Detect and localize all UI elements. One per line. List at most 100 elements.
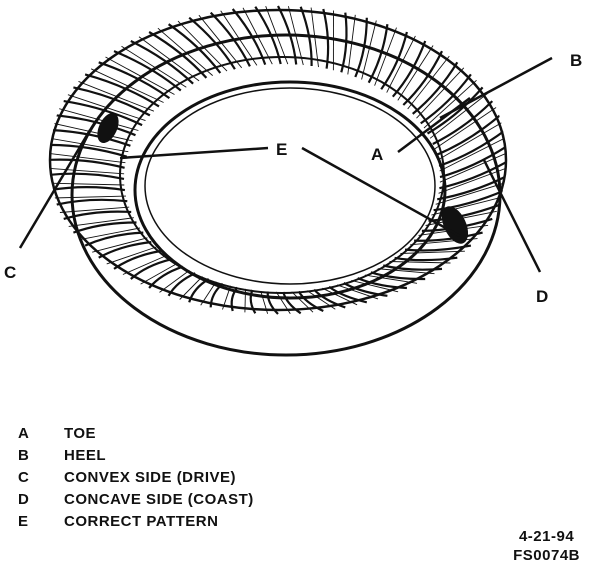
leader-c: [18, 129, 92, 249]
legend-key: A: [18, 425, 30, 442]
gear-tooth: [357, 277, 407, 290]
gear-inner-bore: [133, 80, 447, 300]
legend-item-b: B HEEL: [18, 447, 418, 469]
gear-tooth: [63, 100, 143, 127]
gear-tooth-shade: [242, 7, 273, 65]
ring-gear-figure: B A E C D: [4, 5, 582, 357]
gear-tooth: [354, 17, 368, 78]
legend-text: CONVEX SIDE (DRIVE): [64, 469, 237, 486]
gear-tooth-shade: [439, 136, 506, 172]
gear-tooth: [380, 31, 408, 90]
gear-tooth-shade: [287, 6, 304, 66]
gear-tooth-shade: [138, 36, 200, 82]
gear-tooth-shade: [121, 45, 187, 88]
teeth-outer-outline: [48, 8, 508, 312]
contact-pattern: [97, 113, 469, 244]
legend-item-c: C CONVEX SIDE (DRIVE): [18, 469, 418, 491]
gear-tooth-shade: [400, 250, 465, 254]
gear-tooth-shade: [59, 108, 139, 131]
leader-a: [397, 97, 471, 153]
gear-tooth: [63, 210, 132, 220]
legend-text: TOE: [64, 425, 97, 442]
gear-tooth: [436, 114, 501, 156]
gear-tooth-shade: [429, 93, 488, 139]
gear-tooth: [50, 143, 128, 158]
gear-tooth-shade: [438, 166, 506, 194]
gear-tooth: [432, 100, 494, 145]
callout-b: B: [570, 51, 582, 70]
legend-text: CONCAVE SIDE (COAST): [64, 491, 254, 508]
gear-tooth-shade: [265, 6, 289, 65]
gear-tooth-shade: [416, 67, 465, 119]
gear-tooth-shade: [122, 255, 167, 275]
gear-tooth-shade: [220, 10, 258, 66]
callout-d: D: [536, 287, 548, 306]
gear-tooth: [438, 129, 506, 167]
gear-tooth-shade: [50, 152, 126, 164]
gear-tooth-shade: [50, 182, 125, 186]
gear-tooth: [73, 221, 137, 234]
gear-tooth: [437, 174, 506, 201]
gear-tooth-shade: [90, 68, 164, 103]
gear-tooth: [209, 11, 251, 67]
legend-item-e: E CORRECT PATTERN: [18, 513, 418, 535]
gear-tooth: [439, 159, 506, 190]
gear-tooth: [167, 272, 196, 297]
legend-key: C: [18, 469, 30, 486]
gear-tooth-shade: [106, 246, 157, 265]
gear-tooth-shade: [389, 261, 451, 264]
gear-tooth-shade: [386, 35, 416, 93]
gear-tooth: [439, 143, 506, 179]
legend-key: D: [18, 491, 30, 508]
gear-tooth-shade: [177, 20, 228, 72]
legend-text: CORRECT PATTERN: [64, 513, 219, 530]
gear-tooth: [367, 24, 389, 84]
gear-tooth: [188, 278, 210, 303]
gear-tooth-shade: [59, 206, 130, 213]
legend-item-a: A TOE: [18, 425, 418, 447]
gear-tooth: [50, 158, 125, 169]
teeth-inner-outline: [119, 56, 445, 294]
legend-text: HEEL: [64, 447, 107, 464]
gear-tooth-shade: [423, 79, 477, 129]
gear-tooth-shade: [68, 217, 134, 227]
gear-tooth: [55, 198, 128, 206]
gear-tooth-shade: [347, 14, 356, 75]
gear-tooth-shade: [439, 151, 506, 183]
gear-tooth-shade: [52, 122, 133, 142]
gear-tooth: [209, 282, 224, 308]
callout-a: A: [371, 145, 383, 164]
gear-tooth-shade: [377, 268, 435, 275]
gear-tooth: [188, 16, 236, 70]
gear-tooth-shade: [79, 227, 141, 241]
leader-d: [482, 159, 542, 273]
gear-tooth-shade: [50, 167, 125, 175]
ring-gear-drawing: B A E C D: [4, 5, 582, 357]
gear-tooth: [426, 86, 484, 135]
callout-c: C: [4, 263, 16, 282]
gear-tooth-shade: [437, 121, 504, 161]
gear-tooth-shade: [53, 195, 127, 199]
gear-tooth-shade: [78, 80, 155, 112]
figure-footer: 4-21-94 FS0074B: [513, 527, 580, 565]
gear-tooth-shade: [407, 55, 450, 110]
legend-key: B: [18, 447, 30, 464]
gear-tooth-shade: [198, 14, 243, 69]
leader-lines: [18, 56, 553, 273]
legend: A TOE B HEEL C CONVEX SIDE (DRIVE) D CON…: [18, 425, 418, 535]
leader-e-right: [301, 146, 461, 238]
gear-tooth-shade: [397, 45, 434, 101]
gear-tooth: [370, 271, 426, 281]
gear-tooth-shade: [92, 237, 148, 253]
leader-e-left: [119, 146, 269, 160]
gear-tooth: [84, 73, 160, 108]
gear-tooth-shade: [434, 107, 497, 150]
gear-tooth-shade: [157, 27, 213, 76]
gear-tooth: [50, 172, 125, 180]
gear-tooth-shade: [105, 56, 175, 95]
callout-e: E: [276, 140, 287, 159]
gear-tooth-shade: [310, 7, 319, 68]
gear-tooth: [50, 128, 131, 147]
gear-tooth: [50, 186, 126, 192]
gear-tooth-shade: [374, 27, 397, 86]
